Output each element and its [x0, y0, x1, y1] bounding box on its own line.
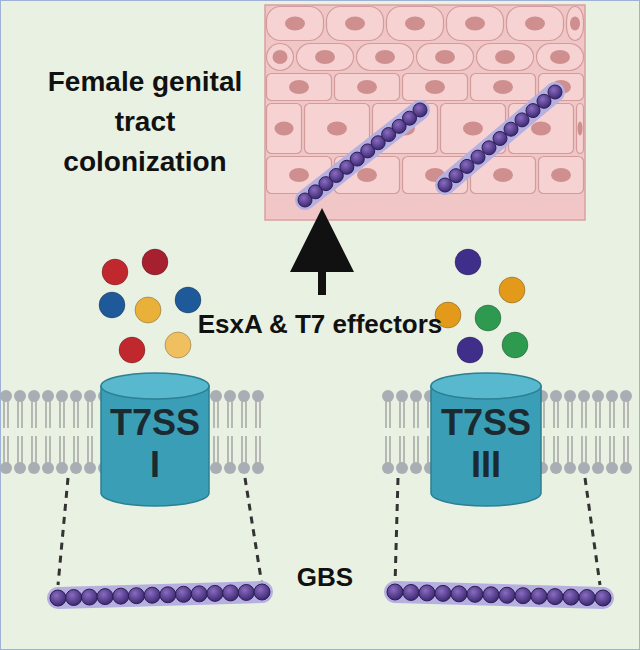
secretion-system: T7SS I	[100, 372, 210, 507]
tissue	[265, 5, 585, 220]
effector-balls	[99, 249, 528, 363]
secretion-system: T7SS III	[430, 372, 542, 507]
caption-text: EsxA & T7 effectors	[190, 308, 450, 340]
arrow	[318, 240, 326, 295]
organism-label: GBS	[285, 562, 365, 592]
system-label: T7SS I	[100, 372, 210, 500]
system-label: T7SS III	[430, 372, 542, 500]
caption-text: Female genital tract colonization	[30, 62, 260, 182]
